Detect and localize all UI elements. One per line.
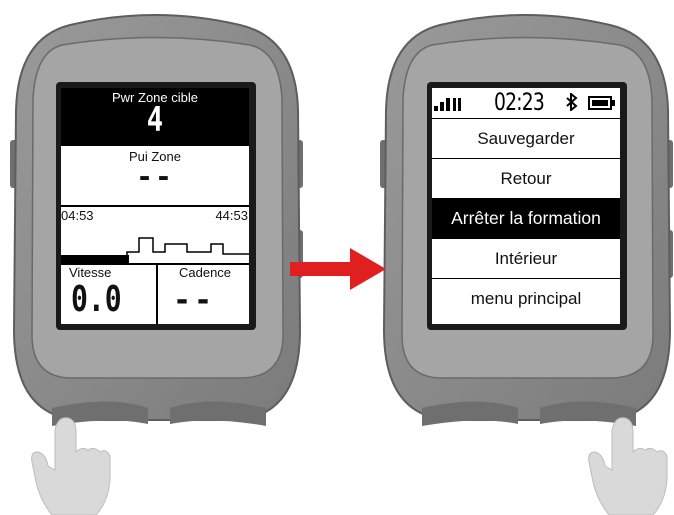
status-clock: 02:23 — [494, 88, 545, 116]
menu-item-indoor[interactable]: Intérieur — [432, 238, 620, 278]
power-zone-target-title: Pwr Zone cible — [112, 90, 198, 105]
left-device-bottom-left-button[interactable] — [52, 401, 148, 427]
divider — [61, 205, 249, 207]
timeline-end-time: 44:53 — [215, 208, 248, 223]
hand-pointer-icon-right — [588, 417, 668, 515]
right-device-bottom-right-button[interactable] — [540, 401, 636, 427]
bluetooth-icon — [566, 93, 578, 111]
hand-pointer-icon-left — [31, 417, 111, 515]
workout-progress-bar — [61, 255, 129, 263]
power-zone-title: Pui Zone — [128, 149, 182, 164]
status-bar: 02:23 — [432, 88, 620, 116]
cadence-value: -- — [173, 283, 216, 318]
right-device-bottom-left-button[interactable] — [422, 401, 518, 427]
power-zone-target-panel: Pwr Zone cible 4 — [61, 88, 249, 146]
red-arrow-icon — [290, 248, 386, 290]
right-screen-training-menu: 02:23 Sauvegarder Retour Arrêter la form… — [432, 88, 620, 324]
power-zone-value: -- — [136, 160, 174, 193]
menu-item-main-menu[interactable]: menu principal — [432, 278, 620, 318]
menu-item-save[interactable]: Sauvegarder — [432, 118, 620, 158]
divider — [61, 263, 249, 265]
speed-value: 0.0 — [71, 279, 122, 320]
timeline-start-time: 04:53 — [61, 208, 94, 223]
menu-item-back[interactable]: Retour — [432, 158, 620, 198]
left-screen-training-page: Pwr Zone cible 4 Pui Zone -- 04:53 44:53… — [61, 88, 249, 324]
signal-bars-icon — [434, 98, 461, 111]
workout-profile-line — [61, 237, 249, 263]
power-zone-target-value: 4 — [146, 100, 164, 140]
battery-icon — [588, 96, 615, 110]
left-device-bottom-right-button[interactable] — [170, 401, 266, 427]
cadence-label: Cadence — [179, 265, 232, 280]
speed-label: Vitesse — [69, 265, 112, 280]
divider — [156, 263, 158, 324]
menu-item-stop-training[interactable]: Arrêter la formation — [432, 198, 620, 238]
workout-profile-graph — [61, 237, 249, 263]
